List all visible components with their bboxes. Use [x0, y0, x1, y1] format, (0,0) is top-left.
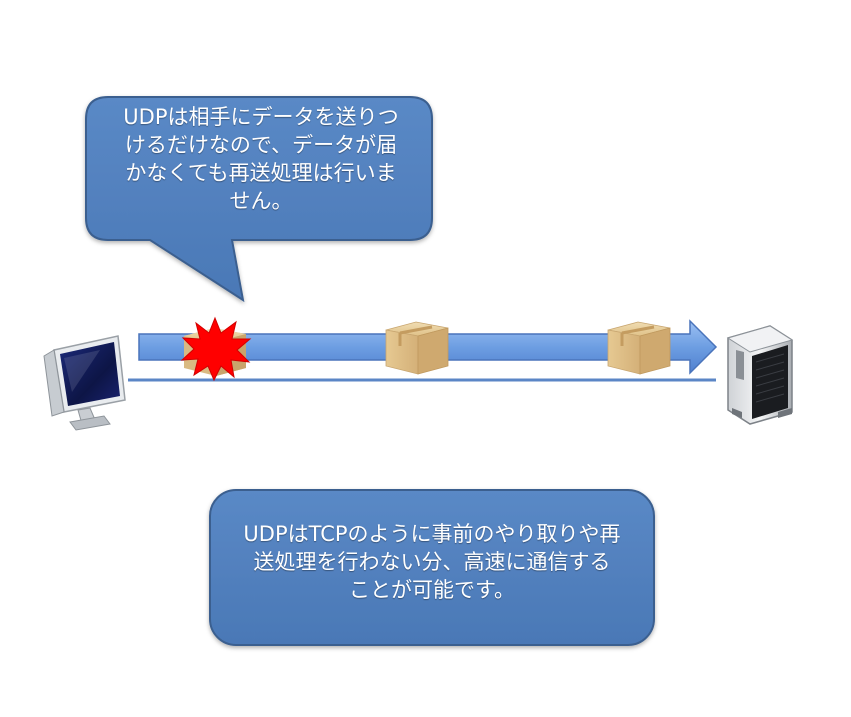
top-callout — [85, 96, 433, 303]
bottom-callout-text: UDPはTCPのように事前のやり取りや再 送処理を行わない分、高速に通信する こ… — [243, 522, 621, 602]
monitor-icon — [43, 335, 126, 431]
lost-packet-icon — [180, 316, 252, 382]
package-box-icon — [607, 321, 671, 375]
package-box-icon — [385, 321, 449, 375]
top-callout-text: UDPは相手にデータを送りつ けるだけなので、データが届 かなくても再送処理は行… — [123, 105, 399, 213]
bottom-callout — [209, 489, 655, 646]
server-icon — [726, 325, 794, 425]
